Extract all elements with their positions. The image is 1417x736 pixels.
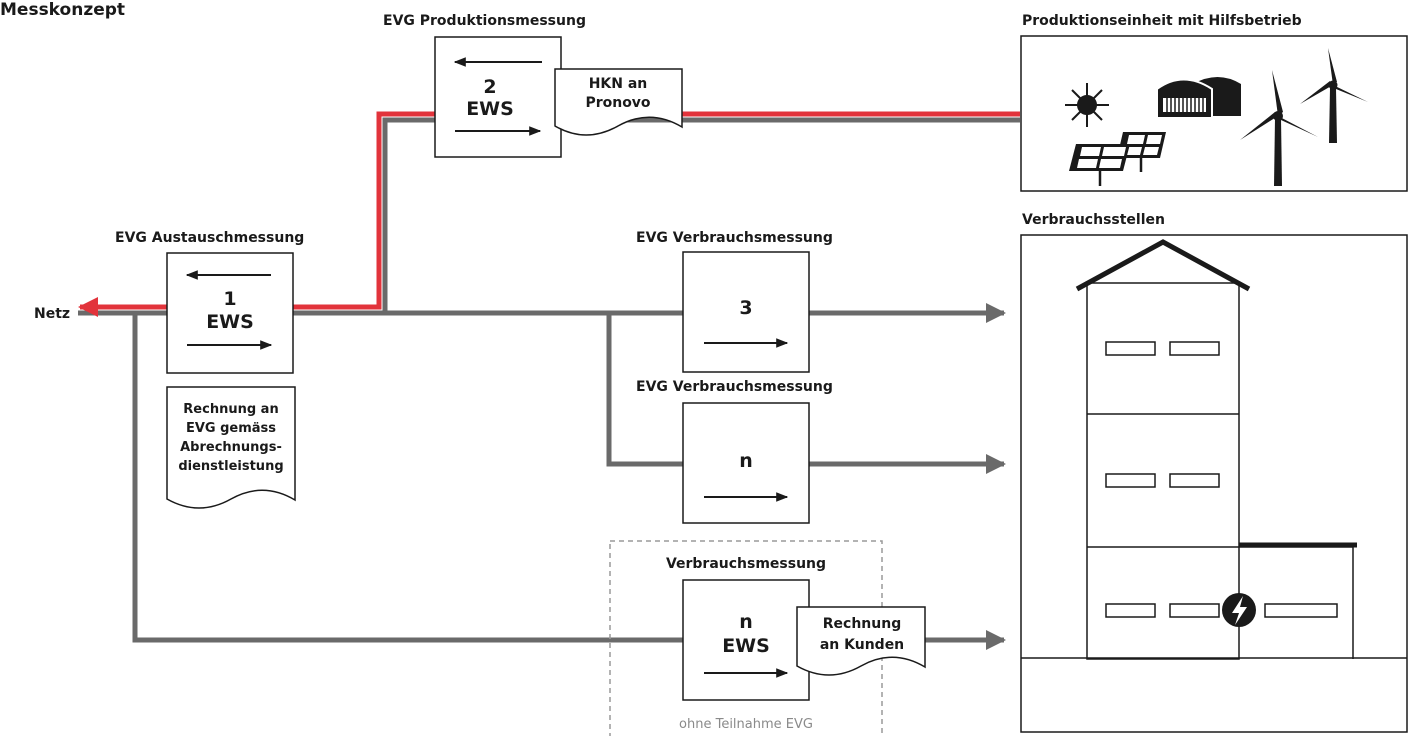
external-meter-type: EWS [722, 635, 770, 657]
solar-panel-icon [1069, 132, 1166, 186]
external-meter-number: n [739, 611, 753, 633]
page-title: Messkonzept [0, 0, 125, 20]
external-meter-box [682, 579, 810, 701]
external-footer: ohne Teilnahme EVG [679, 717, 813, 732]
production-unit-group: Produktionseinheit mit Hilfsbetrieb [1020, 13, 1408, 192]
sun-icon [1065, 83, 1109, 127]
consumption-meter-3-box [682, 251, 810, 373]
consumption-meter-n-title: EVG Verbrauchsmessung [636, 379, 833, 395]
production-meter-type: EWS [466, 98, 514, 120]
consumption-meter-3-group: EVG Verbrauchsmessung 3 [636, 230, 833, 373]
exchange-note-line1: Rechnung an [183, 402, 278, 417]
lightning-icon [1222, 593, 1256, 627]
consumption-meter-n-number: n [739, 450, 753, 472]
exchange-note-line2: EVG gemäss [186, 421, 276, 436]
consumption-meter-3-number: 3 [739, 297, 752, 319]
production-meter-number: 2 [483, 76, 496, 98]
external-note-line2: an Kunden [820, 637, 904, 653]
exchange-meter-number: 1 [223, 288, 236, 310]
exchange-meter-group: EVG Austauschmessung 1 EWS Rechnung an E… [115, 230, 304, 509]
gray-grid-lines [78, 117, 1020, 650]
exchange-note-line3: Abrechnungs- [180, 440, 282, 455]
production-document [554, 68, 683, 136]
production-meter-box [434, 36, 562, 158]
production-unit-title: Produktionseinheit mit Hilfsbetrieb [1022, 13, 1302, 29]
consumers-title: Verbrauchsstellen [1022, 212, 1165, 228]
exchange-document [166, 386, 296, 509]
production-note-line2: Pronovo [585, 95, 650, 111]
consumption-meter-n-box [682, 402, 810, 524]
production-meter-group: EVG Produktionsmessung 2 EWS HKN an Pron… [383, 13, 683, 158]
exchange-note-line4: dienstleistung [178, 459, 283, 474]
production-note-line1: HKN an [589, 76, 648, 92]
external-meter-group: Verbrauchsmessung n EWS Rechnung an Kund… [609, 540, 1004, 736]
external-document [796, 606, 926, 676]
wind-turbine-icon [1240, 48, 1368, 186]
consumers-box [1020, 234, 1408, 733]
house-icon [1021, 239, 1407, 660]
production-meter-title: EVG Produktionsmessung [383, 13, 586, 29]
biogas-plant-icon [1156, 77, 1241, 119]
exchange-meter-type: EWS [206, 311, 254, 333]
exchange-meter-title: EVG Austauschmessung [115, 230, 304, 246]
external-meter-title: Verbrauchsmessung [666, 556, 826, 572]
grid-label: Netz [34, 306, 70, 322]
external-note-line1: Rechnung [823, 616, 901, 632]
consumers-group: Verbrauchsstellen [1020, 212, 1408, 733]
consumption-meter-n-group: EVG Verbrauchsmessung n [636, 379, 833, 524]
consumption-meter-3-title: EVG Verbrauchsmessung [636, 230, 833, 246]
